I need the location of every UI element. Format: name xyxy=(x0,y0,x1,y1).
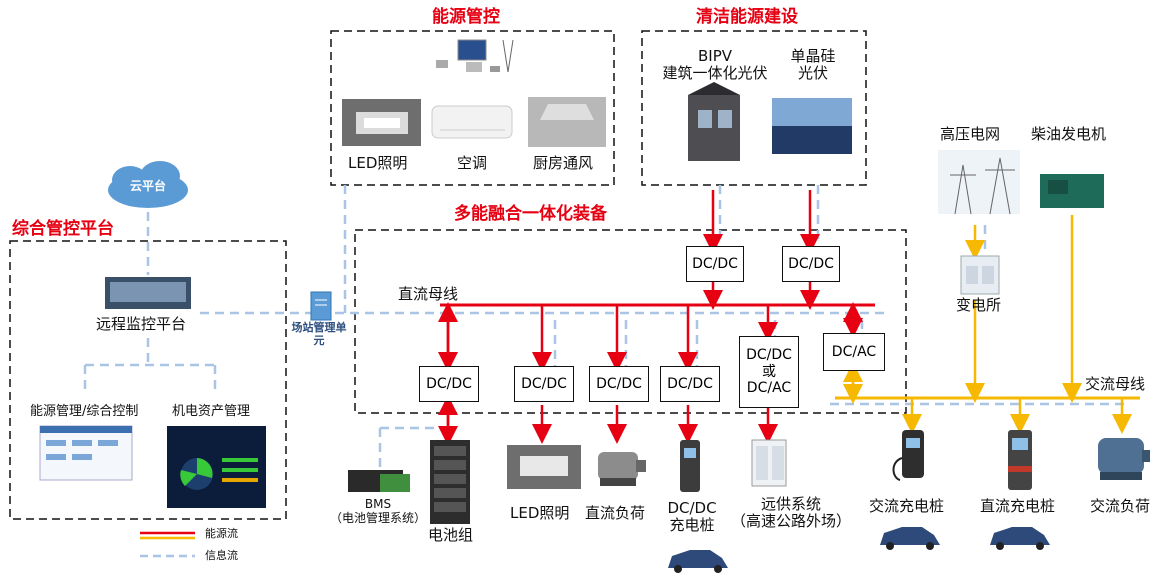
bms-board-photo xyxy=(348,470,410,492)
ac-bus-label: 交流母线 xyxy=(1085,375,1146,393)
dc-motor-photo xyxy=(598,452,646,486)
energy-ac-label: 空调 xyxy=(457,154,488,172)
smart-home-icon xyxy=(436,39,514,73)
dc-bus-label: 直流母线 xyxy=(398,285,459,303)
hv-grid-label: 高压电网 xyxy=(940,125,1001,143)
dc-dc-charger-photo xyxy=(680,440,700,492)
energy-led-label: LED照明 xyxy=(348,154,408,172)
energy-kitchen-label: 厨房通风 xyxy=(533,154,594,172)
car-icon-2 xyxy=(880,527,940,550)
ac-charger-photo xyxy=(892,430,924,481)
ac-motor-photo xyxy=(1098,438,1150,480)
energy-mgmt-screenshot xyxy=(39,425,133,481)
substation-label: 变电所 xyxy=(956,296,1002,314)
bms-label: BMS（电池管理系统） xyxy=(329,497,426,525)
led-light-photo xyxy=(507,445,581,489)
energy-control-frame xyxy=(330,30,615,186)
mono-pv-label: 单晶硅光伏 xyxy=(790,47,836,83)
led-load-label: LED照明 xyxy=(510,504,570,522)
integrated-equipment-title: 多能融合一体化装备 xyxy=(454,204,607,224)
clean-energy-frame xyxy=(641,30,867,186)
station-unit-icon xyxy=(310,291,332,321)
legend-energy-swatch xyxy=(140,531,195,540)
remote-supply-cabinet-photo xyxy=(751,439,787,487)
management-platform-title: 综合管控平台 xyxy=(12,219,114,239)
integrated-equipment-frame xyxy=(354,229,907,414)
energy-flow-yellow xyxy=(843,215,1132,434)
car-icon-1 xyxy=(668,550,728,573)
battery-dcdc-box: DC/DC xyxy=(419,366,479,402)
inverter-dcac-box: DC/AC xyxy=(823,333,885,371)
ac-charger-label: 交流充电桩 xyxy=(869,497,945,515)
pv1-dcdc-box: DC/DC xyxy=(686,246,744,282)
dc-fast-charger-label: 直流充电桩 xyxy=(980,497,1056,515)
led-ceiling-photo xyxy=(342,99,421,146)
substation-photo xyxy=(960,255,1000,295)
remote-platform-photo xyxy=(105,277,191,309)
bipv-building-photo xyxy=(688,82,740,161)
dc-fast-charger-photo xyxy=(1008,430,1032,490)
energy-control-title: 能源管控 xyxy=(432,7,500,27)
ac-load-label: 交流负荷 xyxy=(1090,497,1151,515)
battery-label: 电池组 xyxy=(428,526,474,544)
car-icon-3 xyxy=(990,527,1050,550)
clean-energy-title: 清洁能源建设 xyxy=(696,7,798,27)
legend-info-label: 信息流 xyxy=(205,549,238,562)
air-conditioner-photo xyxy=(431,105,513,139)
charger-dcdc-box: DC/DC xyxy=(660,366,720,402)
management-platform-frame xyxy=(9,240,287,520)
pv2-dcdc-box: DC/DC xyxy=(782,246,840,282)
mono-pv-photo xyxy=(772,98,852,154)
cloud-icon xyxy=(108,161,188,208)
energy-flow-red xyxy=(438,190,863,446)
cloud-platform-label: 云平台 xyxy=(130,179,167,193)
legend-energy-label: 能源流 xyxy=(205,527,238,540)
diesel-generator-photo xyxy=(1040,174,1104,208)
asset-mgmt-label: 机电资产管理 xyxy=(172,404,251,419)
station-unit-label: 场站管理单元 xyxy=(291,321,347,347)
dc-load-label: 直流负荷 xyxy=(585,504,646,522)
energy-mgmt-label: 能源管理/综合控制 xyxy=(30,404,139,419)
dc-load-dcdc-box: DC/DC xyxy=(589,366,649,402)
kitchen-hood-photo xyxy=(528,97,606,147)
remote-supply-label: 远供系统（高速公路外场） xyxy=(730,495,851,531)
remote-monitoring-label: 远程监控平台 xyxy=(96,315,187,333)
asset-mgmt-screenshot xyxy=(167,426,266,508)
diesel-label: 柴油发电机 xyxy=(1031,125,1107,143)
led-dcdc-box: DC/DC xyxy=(514,366,574,402)
high-voltage-grid-photo xyxy=(938,150,1020,215)
battery-rack-photo xyxy=(430,440,470,524)
